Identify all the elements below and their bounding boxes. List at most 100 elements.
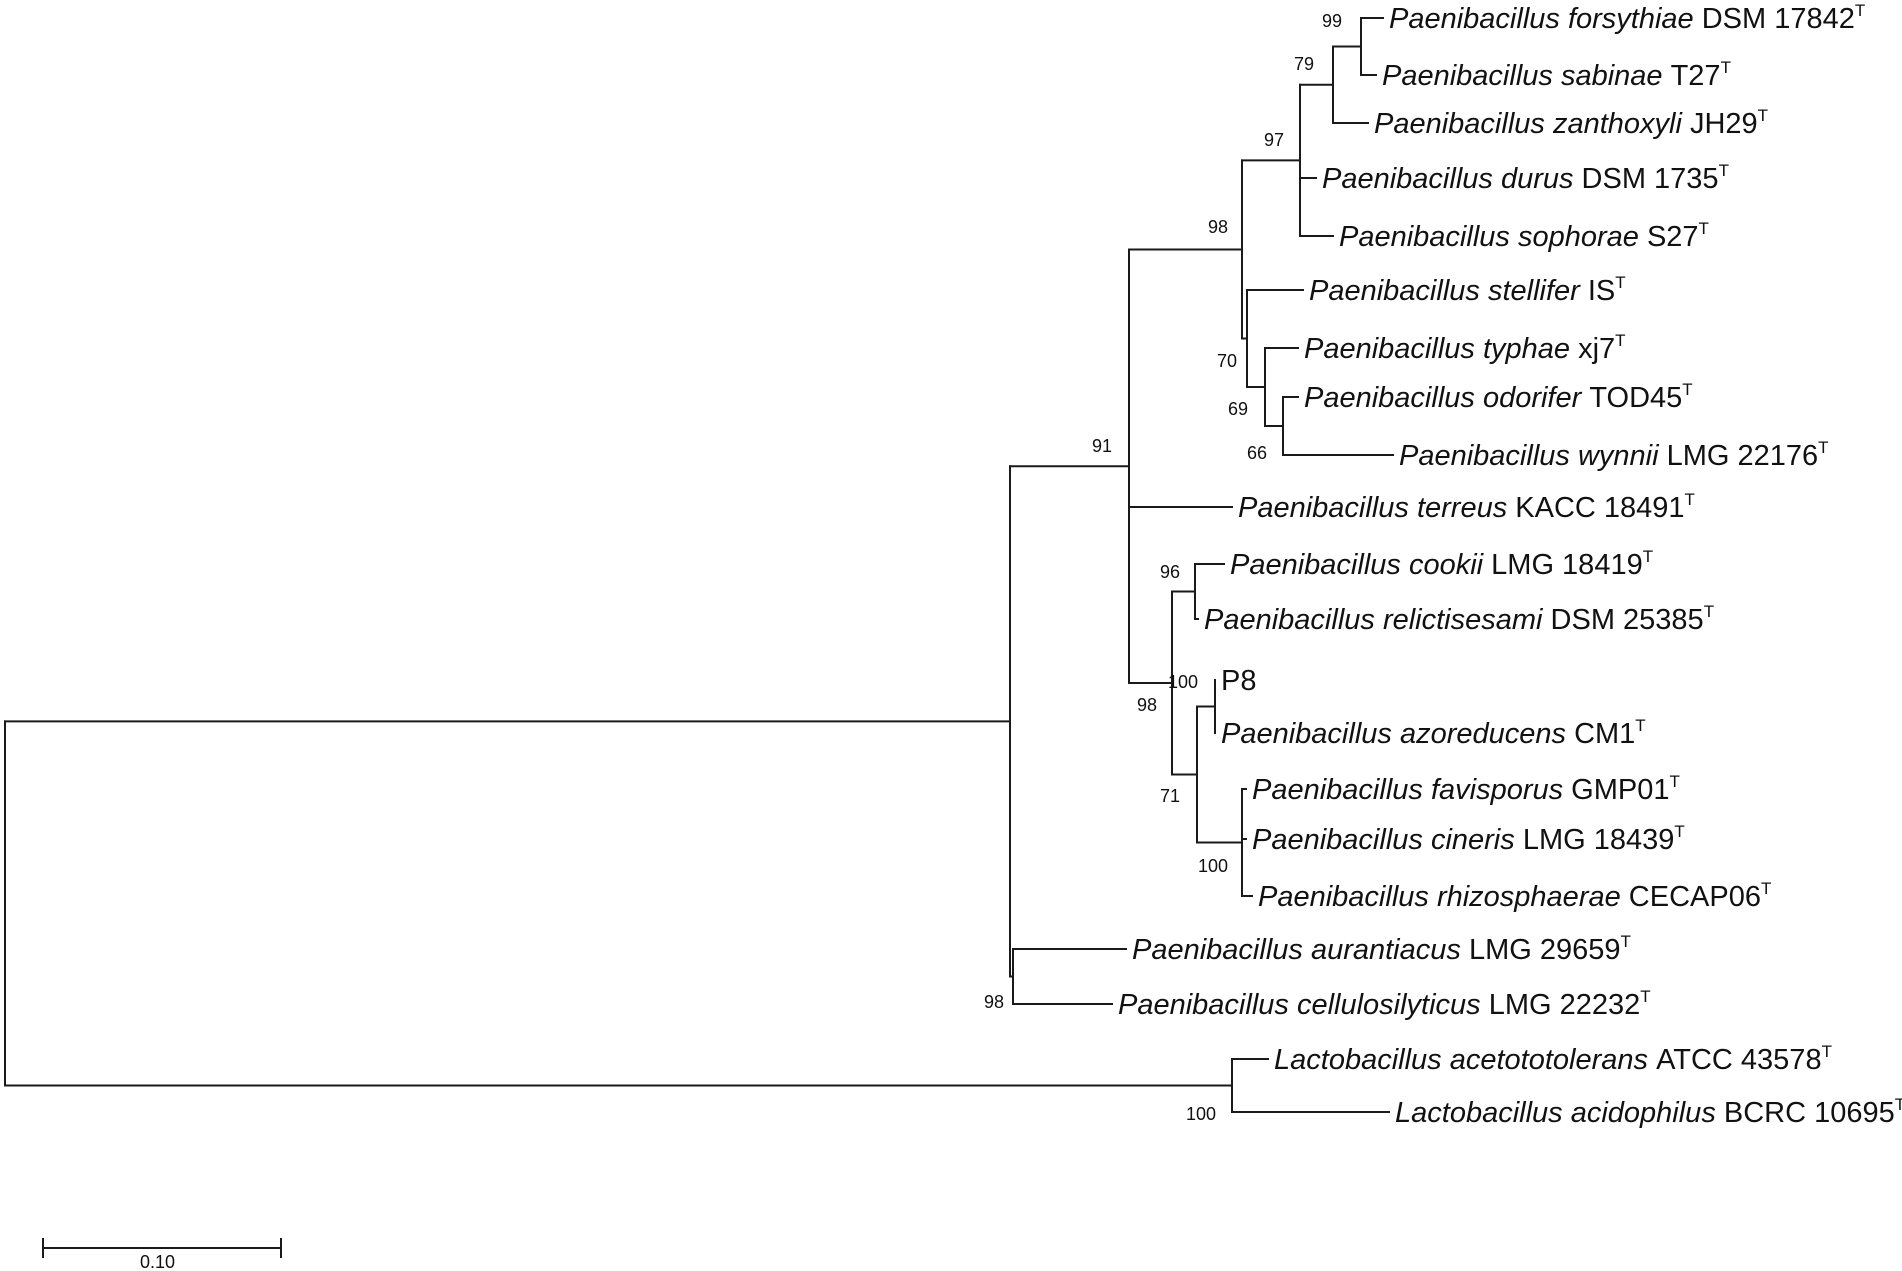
- support-value-8: 91: [1092, 436, 1112, 456]
- type-strain-superscript: T: [1822, 1042, 1832, 1061]
- type-strain-superscript: T: [1615, 331, 1625, 350]
- type-strain-superscript: T: [1615, 273, 1625, 292]
- taxon-species-name: Paenibacillus stellifer: [1309, 275, 1588, 307]
- taxon-strain: DSM 17842: [1702, 3, 1855, 35]
- type-strain-superscript: T: [1640, 987, 1650, 1006]
- taxon-species-name: Paenibacillus forsythiae: [1389, 3, 1702, 35]
- taxon-strain: S27: [1647, 221, 1699, 253]
- taxon-label-wynnii: Paenibacillus wynnii LMG 22176T: [1399, 438, 1829, 472]
- type-strain-superscript: T: [1674, 822, 1684, 841]
- taxon-species-name: Paenibacillus durus: [1322, 163, 1582, 195]
- taxon-strain: CM1: [1574, 718, 1635, 750]
- type-strain-superscript: T: [1643, 547, 1653, 566]
- type-strain-superscript: T: [1855, 1, 1865, 20]
- type-strain-superscript: T: [1635, 716, 1645, 735]
- taxon-label-cookii: Paenibacillus cookii LMG 18419T: [1230, 547, 1653, 581]
- taxon-species-name: Paenibacillus zanthoxyli: [1374, 108, 1690, 140]
- taxon-species-name: Paenibacillus cineris: [1252, 824, 1523, 856]
- taxon-label-typhae: Paenibacillus typhae xj7T: [1304, 331, 1626, 365]
- taxon-species-name: Paenibacillus aurantiacus: [1132, 934, 1469, 966]
- taxon-species-name: Lactobacillus acetototolerans: [1274, 1044, 1656, 1076]
- taxon-strain: P8: [1221, 665, 1256, 697]
- type-strain-superscript: T: [1682, 380, 1692, 399]
- taxon-label-favisporus: Paenibacillus favisporus GMP01T: [1252, 772, 1680, 806]
- taxon-species-name: Paenibacillus terreus: [1238, 492, 1515, 524]
- type-strain-superscript: T: [1818, 438, 1828, 457]
- taxon-label-forsythiae: Paenibacillus forsythiae DSM 17842T: [1389, 1, 1865, 35]
- scale-bar-label: 0.10: [140, 1252, 175, 1271]
- type-strain-superscript: T: [1721, 58, 1731, 77]
- type-strain-superscript: T: [1704, 602, 1714, 621]
- taxon-strain: LMG 18419: [1491, 549, 1643, 581]
- support-value-12: 71: [1160, 786, 1180, 806]
- type-strain-superscript: T: [1719, 161, 1729, 180]
- support-value-14: 98: [984, 992, 1004, 1012]
- taxon-strain: KACC 18491: [1515, 492, 1684, 524]
- taxon-label-P8: P8: [1221, 665, 1256, 697]
- taxon-strain: CECAP06: [1629, 881, 1761, 913]
- taxon-species-name: Paenibacillus sophorae: [1339, 221, 1647, 253]
- taxon-label-cellulosilyticus: Paenibacillus cellulosilyticus LMG 22232…: [1118, 987, 1651, 1021]
- taxon-label-zanthoxyli: Paenibacillus zanthoxyli JH29T: [1374, 106, 1768, 140]
- taxon-label-acetotolerans: Lactobacillus acetototolerans ATCC 43578…: [1274, 1042, 1832, 1076]
- taxon-strain: GMP01: [1571, 774, 1669, 806]
- support-value-4: 98: [1208, 217, 1228, 237]
- taxon-label-rhizosphaerae: Paenibacillus rhizosphaerae CECAP06T: [1258, 879, 1771, 913]
- taxon-label-cineris: Paenibacillus cineris LMG 18439T: [1252, 822, 1685, 856]
- taxon-strain: TOD45: [1589, 382, 1682, 414]
- type-strain-superscript: T: [1685, 490, 1695, 509]
- taxon-species-name: Paenibacillus azoreducens: [1221, 718, 1574, 750]
- taxon-strain: LMG 22232: [1489, 989, 1641, 1021]
- support-value-6: 69: [1228, 399, 1248, 419]
- taxon-species-name: Paenibacillus rhizosphaerae: [1258, 881, 1629, 913]
- taxon-label-relictisesami: Paenibacillus relictisesami DSM 25385T: [1204, 602, 1714, 636]
- taxon-strain: BCRC 10695: [1724, 1097, 1895, 1129]
- taxon-label-acidophilus: Lactobacillus acidophilus BCRC 10695T: [1395, 1095, 1902, 1129]
- taxon-strain: LMG 18439: [1523, 824, 1675, 856]
- support-value-1: 99: [1322, 11, 1342, 31]
- taxon-label-odorifer: Paenibacillus odorifer TOD45T: [1304, 380, 1693, 414]
- support-value-15: 100: [1186, 1104, 1216, 1124]
- taxon-species-name: Paenibacillus wynnii: [1399, 440, 1667, 472]
- taxon-species-name: Paenibacillus relictisesami: [1204, 604, 1551, 636]
- taxon-species-name: Paenibacillus cellulosilyticus: [1118, 989, 1489, 1021]
- taxon-species-name: Paenibacillus odorifer: [1304, 382, 1589, 414]
- type-strain-superscript: T: [1620, 932, 1630, 951]
- support-value-5: 70: [1217, 351, 1237, 371]
- type-strain-superscript: T: [1895, 1095, 1902, 1114]
- taxon-strain: DSM 25385: [1551, 604, 1704, 636]
- type-strain-superscript: T: [1699, 219, 1709, 238]
- support-value-3: 97: [1264, 130, 1284, 150]
- taxon-strain: DSM 1735: [1582, 163, 1719, 195]
- support-value-11: 98: [1137, 695, 1157, 715]
- support-value-9: 96: [1160, 562, 1180, 582]
- tree-branches: [4, 17, 1394, 1113]
- taxon-species-name: Paenibacillus cookii: [1230, 549, 1491, 581]
- type-strain-superscript: T: [1761, 879, 1771, 898]
- taxon-species-name: Paenibacillus typhae: [1304, 333, 1578, 365]
- taxon-strain: ATCC 43578: [1656, 1044, 1822, 1076]
- taxon-strain: LMG 29659: [1469, 934, 1621, 966]
- taxon-label-durus: Paenibacillus durus DSM 1735T: [1322, 161, 1729, 195]
- support-value-13: 100: [1198, 856, 1228, 876]
- taxon-label-sophorae: Paenibacillus sophorae S27T: [1339, 219, 1709, 253]
- type-strain-superscript: T: [1670, 772, 1680, 791]
- taxon-label-terreus: Paenibacillus terreus KACC 18491T: [1238, 490, 1695, 524]
- taxon-label-azoreducens: Paenibacillus azoreducens CM1T: [1221, 716, 1646, 750]
- taxon-strain: JH29: [1690, 108, 1758, 140]
- scale-bar: 0.10: [42, 1238, 282, 1271]
- taxon-strain: LMG 22176: [1667, 440, 1819, 472]
- taxon-strain: IS: [1588, 275, 1615, 307]
- taxon-label-sabinae: Paenibacillus sabinae T27T: [1382, 58, 1731, 92]
- support-value-2: 79: [1294, 54, 1314, 74]
- taxon-strain: xj7: [1578, 333, 1615, 365]
- taxon-label-aurantiacus: Paenibacillus aurantiacus LMG 29659T: [1132, 932, 1631, 966]
- taxon-species-name: Lactobacillus acidophilus: [1395, 1097, 1724, 1129]
- support-value-7: 66: [1247, 443, 1267, 463]
- taxon-labels: Paenibacillus forsythiae DSM 17842TPaeni…: [1118, 1, 1902, 1129]
- taxon-species-name: Paenibacillus sabinae: [1382, 60, 1671, 92]
- taxon-label-stellifer: Paenibacillus stellifer IST: [1309, 273, 1626, 307]
- taxon-species-name: Paenibacillus favisporus: [1252, 774, 1571, 806]
